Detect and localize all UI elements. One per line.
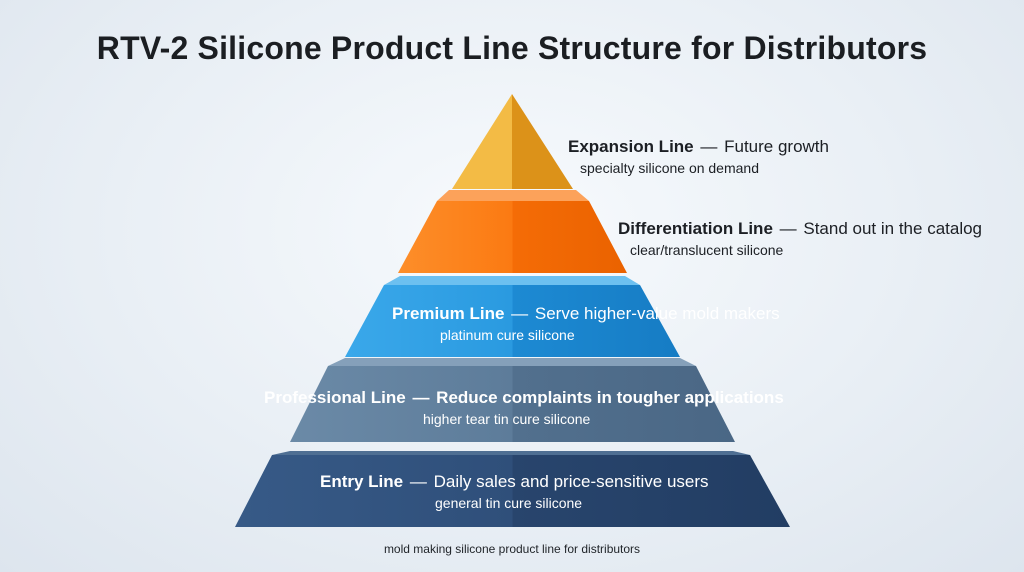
tier-professional (290, 358, 735, 442)
separator: — (511, 304, 529, 323)
separator: — (779, 219, 797, 238)
tier-premium (345, 276, 680, 357)
tier-label-premium: Premium Line — Serve higher-value mold m… (392, 304, 780, 344)
page-title: RTV-2 Silicone Product Line Structure fo… (96, 30, 928, 66)
separator: — (409, 472, 427, 491)
tier-expansion (452, 94, 573, 189)
tier-tagline: Future growth (724, 137, 829, 156)
tier-name: Expansion Line (568, 137, 694, 156)
tier-tagline: Stand out in the catalog (803, 219, 983, 238)
separator: — (412, 388, 430, 407)
tier-product: specialty silicone on demand (580, 160, 759, 176)
tier-product: higher tear tin cure silicone (423, 411, 591, 427)
tier-label-entry: Entry Line — Daily sales and price-sensi… (320, 472, 709, 512)
tier-name: Professional Line (264, 388, 406, 407)
figure-caption: mold making silicone product line for di… (383, 542, 641, 556)
separator: — (700, 137, 718, 156)
tier-differentiation (398, 190, 627, 273)
tier-label-professional: Professional Line — Reduce complaints in… (264, 388, 784, 428)
tier-tagline: Daily sales and price-sensitive users (433, 472, 709, 491)
tier-entry (235, 451, 790, 527)
tier-product: clear/translucent silicone (630, 242, 784, 258)
tier-name: Entry Line (320, 472, 404, 491)
tier-tagline: Serve higher-value mold makers (534, 304, 780, 323)
tier-product: platinum cure silicone (440, 327, 575, 343)
tier-label-expansion: Expansion Line — Future growth specialty… (568, 137, 829, 177)
tier-name: Differentiation Line (618, 219, 773, 238)
tier-tagline: Reduce complaints in tougher application… (436, 388, 784, 407)
tier-label-differentiation: Differentiation Line — Stand out in the … (618, 219, 982, 259)
tier-name: Premium Line (392, 304, 505, 323)
tier-product: general tin cure silicone (435, 495, 583, 511)
